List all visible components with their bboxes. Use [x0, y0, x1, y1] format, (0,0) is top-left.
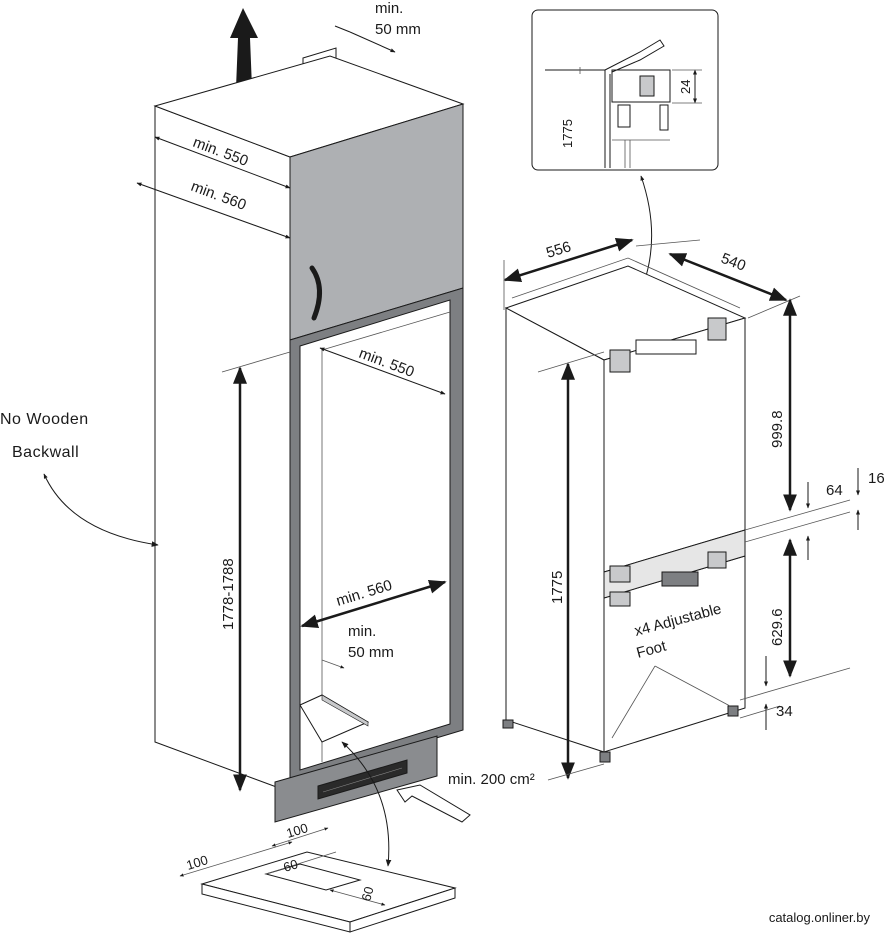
door-handle	[309, 265, 322, 321]
bottom-gap-unit: 50 mm	[348, 644, 394, 661]
vent-detail: 100 100 60 60	[179, 820, 457, 933]
watermark: catalog.onliner.by	[769, 910, 871, 925]
inset-gap-label: 24	[678, 80, 693, 94]
vent-dim-100-left: 100	[184, 852, 209, 873]
no-backwall-note-line2: Backwall	[12, 444, 79, 461]
appliance-depth-label: 540	[719, 250, 748, 275]
vent-dim-60-a: 60	[281, 856, 299, 875]
top-gap-label: min.	[375, 0, 403, 17]
cabinet-side-panel	[154, 105, 291, 793]
vent-dim-100-top: 100	[284, 820, 309, 841]
no-backwall-note-line1: No Wooden	[0, 411, 89, 428]
appliance-width-label: 556	[544, 238, 573, 262]
lower-section-label: 629.6	[769, 608, 786, 646]
up-arrow-icon	[230, 8, 258, 88]
upper-section-label: 999.8	[769, 410, 786, 448]
bottom-gap-label: min.	[348, 623, 376, 640]
appliance-height-label: 1775	[549, 571, 566, 604]
niche-height-label: 1778-1788	[220, 558, 237, 630]
foot-height-label: 34	[776, 703, 793, 720]
vent-area-label: min. 200 cm²	[448, 771, 535, 788]
inset-detail: 24 1775	[531, 9, 719, 361]
divider-gap-label: 64	[826, 482, 843, 499]
vent-dim-60-b: 60	[358, 885, 376, 903]
airflow-arrow-icon	[396, 784, 471, 823]
appliance-drawing: 556 540 1775 999.8 64 16 629.6 34 x4 A	[502, 238, 885, 781]
inset-height-label: 1775	[560, 119, 575, 148]
appliance-side	[505, 307, 605, 753]
cabinet-drawing: min. 50 mm min. 550 min. 560 min. 550 17…	[0, 0, 535, 867]
divider-offset-label: 16	[868, 470, 885, 487]
niche-opening	[299, 299, 451, 771]
top-gap-unit: 50 mm	[375, 21, 421, 38]
